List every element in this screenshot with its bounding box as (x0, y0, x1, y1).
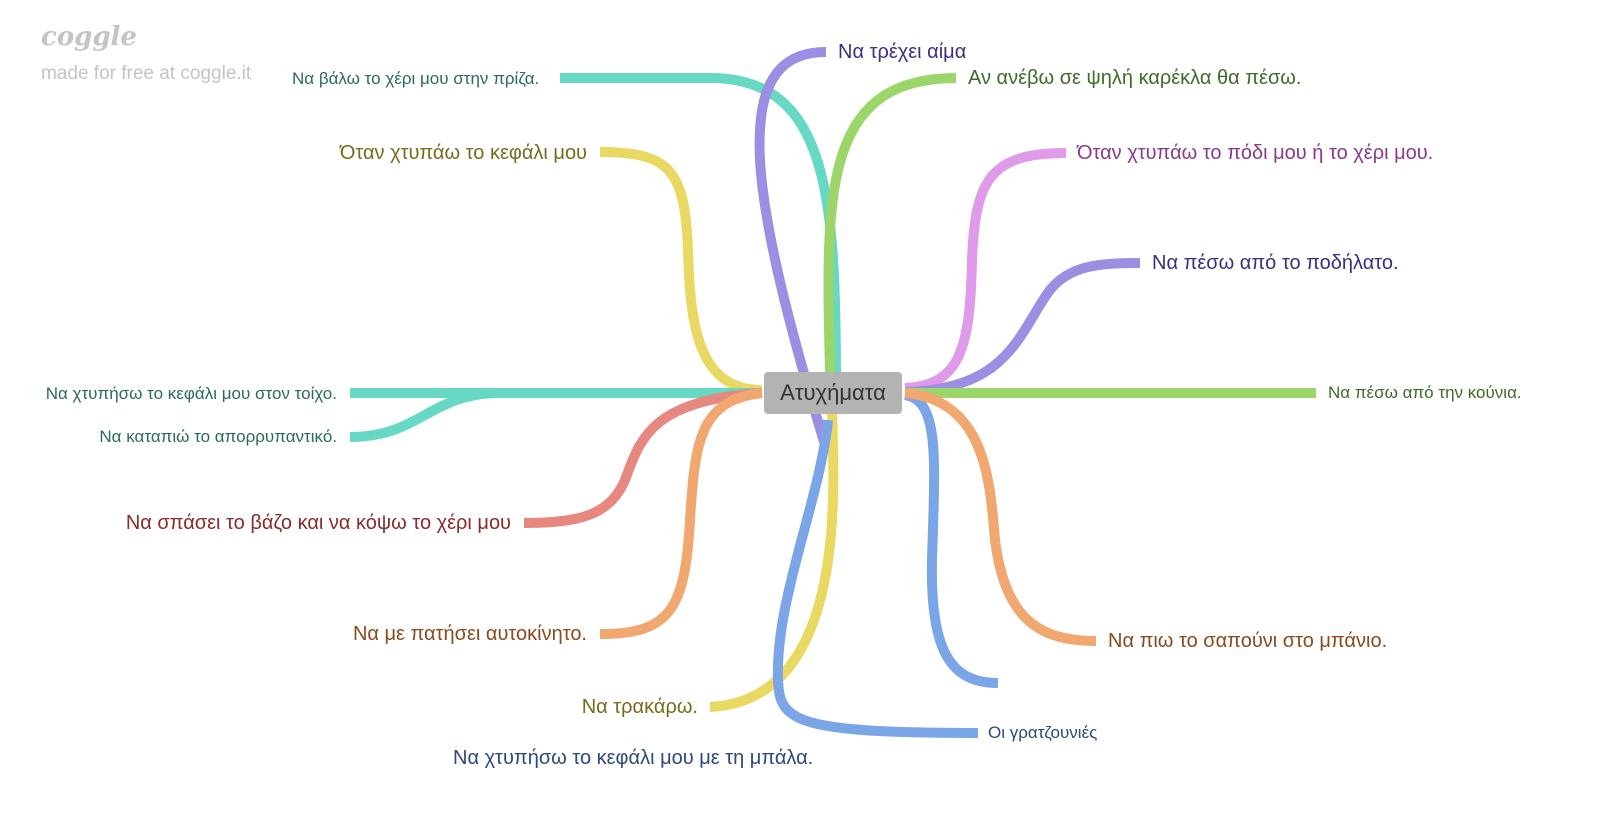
branch-line-blue-ball (772, 419, 979, 738)
branch-line-pink-foot (904, 148, 1067, 393)
node-label[interactable]: Να τρέχει αίμα (838, 41, 967, 63)
node-label[interactable]: Να πέσω από το ποδήλατο. (1152, 252, 1399, 274)
branch-line-purple-blood (754, 47, 830, 447)
node-label[interactable]: Όταν χτυπάω το κεφάλι μου (339, 142, 587, 164)
branch-line-teal-outlet (560, 73, 841, 391)
node-label[interactable]: Αν ανέβω σε ψηλή καρέκλα θα πέσω. (968, 67, 1302, 89)
branch-line-orange-soap (904, 388, 1097, 646)
branch-line-green-chair (823, 73, 957, 373)
node-label[interactable]: Οι γρατζουνιές (988, 723, 1098, 742)
node-label[interactable]: Να σπάσει το βάζο και να κόψω το χέρι μο… (125, 512, 511, 534)
central-node-label: Ατυχήματα (780, 380, 886, 405)
branch-line-yellow-head (599, 147, 763, 395)
made-with-coggle-link[interactable]: made for free at coggle.it (41, 63, 252, 84)
node-label[interactable]: Να καταπιώ το απορρυπαντικό. (99, 427, 337, 446)
branch-line-red-vase (523, 388, 763, 528)
branch-line-purple-bike (904, 258, 1141, 397)
branch-line-yellow-crash (709, 409, 839, 712)
node-label[interactable]: Να τρακάρω. (581, 696, 698, 718)
node-label[interactable]: Να χτυπήσω το κεφάλι μου στον τοίχο. (45, 384, 337, 403)
branch-line-orange-car (599, 388, 763, 639)
node-label[interactable]: Να πιω το σαπούνι στο μπάνιο. (1108, 630, 1388, 652)
node-label[interactable]: Να πέσω από την κούνια. (1328, 383, 1522, 402)
node-label[interactable]: Να βάλω το χέρι μου στην πρίζα. (292, 69, 540, 88)
central-node[interactable]: Ατυχήματα (764, 372, 902, 414)
branch-line-blue-right (903, 390, 999, 688)
coggle-logo[interactable]: coggle (41, 22, 137, 52)
node-label[interactable]: Να με πατήσει αυτοκίνητο. (352, 623, 587, 645)
node-label[interactable]: Να χτυπήσω το κεφάλι μου με τη μπάλα. (453, 747, 814, 769)
branch-line-teal-detergent (349, 388, 501, 442)
node-label[interactable]: Όταν χτυπάω το πόδι μου ή το χέρι μου. (1077, 142, 1434, 164)
